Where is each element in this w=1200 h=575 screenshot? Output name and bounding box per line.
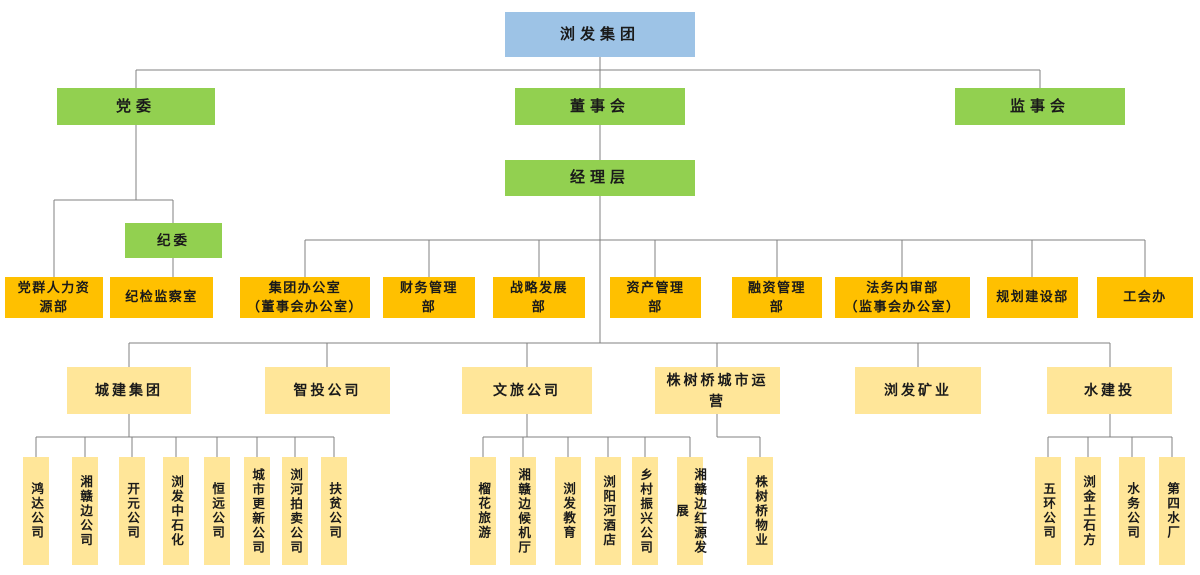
node-company-urban-renewal: 城市更新公司 xyxy=(244,457,270,565)
node-dept-discipline-inspection: 纪检监察室 xyxy=(110,277,213,318)
node-company-hongda: 鸿达公司 xyxy=(23,457,49,565)
node-dept-strategy: 战略发展 部 xyxy=(493,277,585,318)
node-company-poverty-alleviation: 扶贫公司 xyxy=(321,457,347,565)
node-company-liuyanghe-hotel: 浏阳河酒店 xyxy=(595,457,621,565)
node-discipline-committee: 纪委 xyxy=(125,223,222,258)
node-supervisory-board: 监事会 xyxy=(955,88,1125,125)
node-group-root: 浏发集团 xyxy=(505,12,695,57)
node-sub-zhushuqiao-urban-ops: 株树桥城市运 营 xyxy=(655,367,780,414)
node-dept-planning-construction: 规划建设部 xyxy=(987,277,1078,318)
node-company-hongyuan-development: 湘赣边红源发展 xyxy=(674,457,706,565)
node-company-liuhua-tourism: 榴花旅游 xyxy=(470,457,496,565)
node-sub-shuijiantou: 水建投 xyxy=(1047,367,1172,414)
node-dept-labor-union: 工会办 xyxy=(1097,277,1193,318)
node-dept-legal-audit: 法务内审部 （监事会办公室） xyxy=(835,277,970,318)
node-dept-finance: 财务管理 部 xyxy=(383,277,475,318)
node-sub-liufa-mining: 浏发矿业 xyxy=(855,367,981,414)
node-company-xiangganbian: 湘赣边公司 xyxy=(72,457,98,565)
node-company-liufa-education: 浏发教育 xyxy=(555,457,581,565)
node-sub-chengjian-group: 城建集团 xyxy=(67,367,191,414)
node-sub-wenlv-company: 文旅公司 xyxy=(462,367,592,414)
node-company-liufa-sinopec: 浏发中石化 xyxy=(163,457,189,565)
node-company-kaiyuan: 开元公司 xyxy=(119,457,145,565)
node-dept-assets: 资产管理 部 xyxy=(610,277,701,318)
node-management-level: 经理层 xyxy=(505,160,695,196)
node-dept-group-office: 集团办公室 （董事会办公室） xyxy=(240,277,370,318)
node-company-wuhuan: 五环公司 xyxy=(1035,457,1061,565)
node-sub-zhitou-company: 智投公司 xyxy=(265,367,390,414)
node-company-xiangganbian-terminal: 湘赣边候机厅 xyxy=(510,457,536,565)
node-company-liujin-earthwork: 浏金土石方 xyxy=(1075,457,1101,565)
node-company-hengyuan: 恒远公司 xyxy=(204,457,230,565)
node-party-committee: 党委 xyxy=(57,88,215,125)
node-company-water-affairs: 水务公司 xyxy=(1119,457,1145,565)
node-company-zhushuqiao-property: 株树桥物业 xyxy=(747,457,773,565)
node-dept-party-hr: 党群人力资 源部 xyxy=(5,277,103,318)
node-board-of-directors: 董事会 xyxy=(515,88,685,125)
node-company-fourth-waterworks: 第四水厂 xyxy=(1159,457,1185,565)
node-dept-financing: 融资管理 部 xyxy=(732,277,822,318)
node-company-liuhe-auction: 浏河拍卖公司 xyxy=(282,457,308,565)
node-company-rural-revitalization: 乡村振兴公司 xyxy=(632,457,658,565)
